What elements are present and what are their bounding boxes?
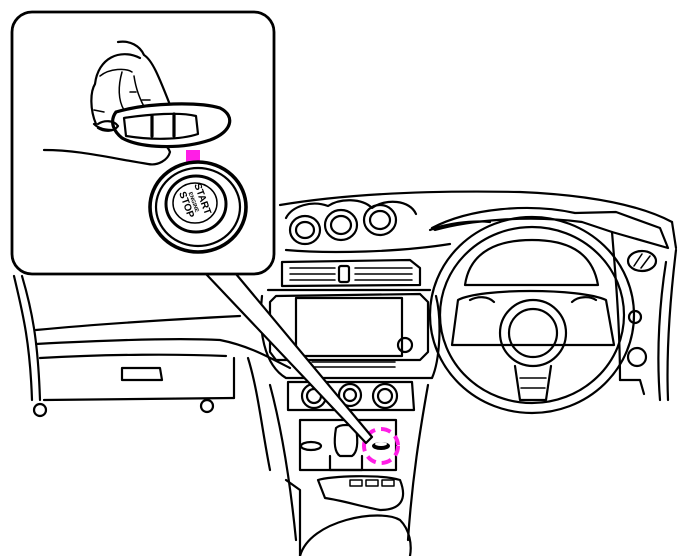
side-vent (626, 249, 658, 273)
shift-lever (333, 423, 359, 458)
upper-round-vents (284, 199, 492, 254)
glove-box-handle (120, 366, 164, 382)
mirror-knob (627, 309, 643, 325)
round-vent-1 (288, 214, 322, 246)
inset-panel: START ENGINE STOP (10, 10, 276, 276)
steering-wheel (428, 215, 636, 415)
engine-start-stop-button: START ENGINE STOP (148, 160, 248, 254)
right-dash-panel (610, 230, 678, 402)
round-vent-3 (362, 203, 398, 237)
console-switch (299, 440, 323, 452)
climate-controls (286, 380, 416, 412)
round-vent-2 (323, 208, 359, 242)
screen-knob (396, 336, 414, 354)
hazard-button (337, 264, 351, 284)
dashboard-right-edge (670, 220, 678, 250)
callout-pointer (204, 272, 374, 445)
center-air-vents (266, 258, 432, 292)
dashboard-top-edge (278, 190, 674, 224)
glove-box-area (12, 274, 292, 472)
dashboard (12, 190, 678, 556)
highlight-dashed-circle (362, 427, 400, 465)
key-fob-icon (96, 102, 232, 149)
center-console (268, 383, 430, 556)
callout-leader (204, 272, 374, 445)
